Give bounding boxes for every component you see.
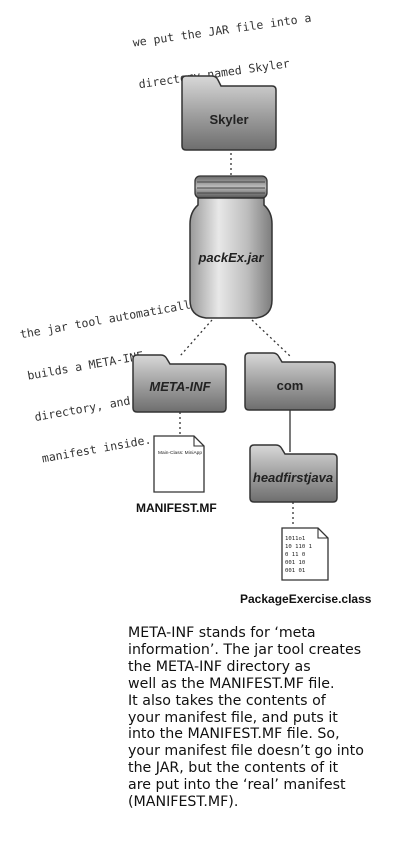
folder-icon [181, 75, 277, 151]
description-text: META-INF stands for ‘meta information’. … [128, 625, 400, 811]
connector-jar-com [251, 319, 291, 357]
folder-icon [132, 354, 227, 413]
description-line-2: information’. The jar tool creates [128, 641, 362, 658]
description-line-1: META-INF stands for ‘meta [128, 625, 316, 641]
folder-com: com [244, 352, 336, 411]
connector-jar-meta-inf [179, 319, 213, 357]
connectors [179, 148, 294, 526]
description-line-4: well as the MANIFEST.MF file. [128, 675, 335, 692]
folder-icon [244, 352, 336, 411]
jar-label: packEx.jar [197, 250, 264, 265]
description-line-8: your manifest file doesn’t go into [128, 743, 364, 760]
jar-lid [194, 175, 268, 199]
description-line-11: (MANIFEST.MF). [128, 794, 239, 811]
description-line-6: your manifest file, and puts it [128, 709, 338, 726]
folder-meta-inf: META-INF [132, 354, 227, 413]
folder-skyler-label: Skyler [209, 112, 248, 127]
description-line-3: the META-INF directory as [128, 658, 311, 675]
folder-headfirstjava: headfirstjava [249, 444, 338, 503]
class-file-line-4: 001 10 [285, 560, 305, 566]
description-line-9: the JAR, but the contents of it [128, 760, 339, 777]
class-file-line-1: 1011o1 [285, 536, 305, 542]
directory-diagram: Skyler packEx.jar META-INF com headfirst… [132, 75, 338, 581]
class-file-label: PackageExercise.class [240, 592, 372, 606]
description-line-10: are put into the ‘real’ manifest [128, 777, 346, 794]
class-file-line-5: 001 01 [285, 568, 305, 574]
folder-com-label: com [277, 378, 304, 393]
folder-skyler: Skyler [181, 75, 277, 151]
folder-icon [249, 444, 338, 503]
folder-headfirstjava-label: headfirstjava [253, 470, 333, 485]
manifest-file-label: MANIFEST.MF [136, 501, 217, 515]
manifest-file-icon: Main-Class: MiniApp [153, 435, 205, 493]
description-line-7: into the MANIFEST.MF file. So, [128, 726, 340, 743]
jar-packex: packEx.jar [189, 175, 273, 319]
class-file-line-2: 10 110 1 [285, 544, 312, 550]
description-line-5: It also takes the contents of [128, 692, 326, 709]
class-file-icon: 1011o1 10 110 1 0 11 0 001 10 001 01 [281, 527, 329, 581]
folder-meta-inf-label: META-INF [149, 379, 211, 394]
class-file-line-3: 0 11 0 [285, 552, 305, 558]
manifest-file-content: Main-Class: MiniApp [158, 450, 202, 456]
jar-body-icon [189, 197, 273, 319]
